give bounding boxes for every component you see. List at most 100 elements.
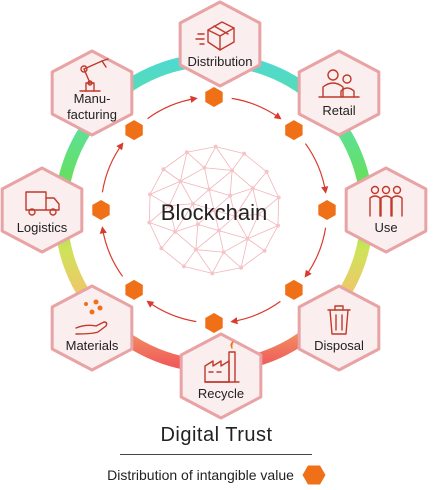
network-link [197,223,219,231]
network-link [213,209,236,217]
cycle-arrow [231,97,282,120]
network-link [195,224,199,250]
robot-arm-icon [79,58,109,92]
network-node [202,165,207,170]
network-node [148,192,153,197]
cycle-arrow [304,227,327,278]
network-link [277,197,280,226]
network-link [163,168,181,182]
network-node [193,247,198,252]
network-node [159,246,164,251]
network-link [163,151,188,170]
network-link [149,222,176,233]
network-link [169,203,194,207]
network-node [264,169,269,174]
network-link [149,205,170,223]
stage-hexagon [344,166,428,254]
network-node [275,223,280,228]
network-link [174,203,194,232]
network-link [218,230,224,253]
stage-label: Distribution [187,54,252,69]
network-link [264,225,279,251]
network-link [204,146,217,168]
network-node [250,186,255,191]
network-link [240,250,265,269]
network-node [245,236,250,241]
network-link [180,167,205,182]
network-link [213,209,220,231]
network-node [228,193,233,198]
network-node [207,187,212,192]
center-label: Blockchain [161,200,267,225]
network-link [148,194,151,223]
value-hex-icon [205,313,223,333]
value-hex-icon [302,465,326,485]
network-link [192,203,215,211]
network-link [223,251,242,269]
network-node [213,144,218,149]
network-link [208,170,233,190]
value-hex-icon [92,200,110,220]
blockchain-network-icon [147,144,281,276]
network-node [262,248,267,253]
network-link [252,171,267,189]
network-link [149,169,164,195]
network-node [230,168,235,173]
network-link [192,203,199,225]
network-link [223,238,248,253]
network-link [231,153,245,171]
network-link [234,216,248,239]
trash-can-icon [327,305,351,335]
network-link [211,252,224,274]
network-link [180,180,210,190]
network-node [167,203,172,208]
network-link [204,167,210,190]
stage-nodes: DistributionRetailUseDisposalRecycleMate… [0,0,428,420]
stage-label: Materials [66,338,119,353]
network-node [221,250,226,255]
network-link [215,146,245,155]
network-link [149,180,181,195]
network-link [175,223,198,233]
network-node [239,265,244,270]
hand-materials-icon [75,299,108,335]
network-link [174,231,197,250]
value-hex-icon [285,279,303,300]
package-icon [195,21,235,51]
footer-divider [120,454,312,455]
value-hex-icon [125,279,143,300]
network-node [161,167,166,172]
network-link [229,170,233,196]
network-link [192,189,210,205]
network-node [184,150,189,155]
network-link [197,209,215,225]
value-hex-icon [318,200,336,220]
network-link [213,195,231,211]
network-node [256,212,261,217]
network-link [212,267,242,274]
stage-hexagon [50,284,134,372]
network-link [230,187,253,197]
network-link [234,213,259,217]
stage-node-retail: Retail [297,49,381,137]
stage-label: Retail [322,103,355,118]
stage-node-distribution: Distribution [178,0,262,88]
network-node [195,222,200,227]
factory-icon [204,341,240,383]
network-link [186,146,216,153]
network-link [168,205,176,232]
network-link [208,189,215,211]
value-hex-icon [125,120,143,141]
stage-label: Disposal [314,338,364,353]
network-link [252,188,260,215]
network-node [276,195,281,200]
network-link [161,231,176,249]
network-link [234,188,254,217]
stage-node-materials: Materials [50,284,134,372]
network-link [247,225,279,240]
cycle-arrow [101,142,124,193]
network-link [218,230,248,240]
network-link [180,181,194,204]
network-node [210,271,215,276]
